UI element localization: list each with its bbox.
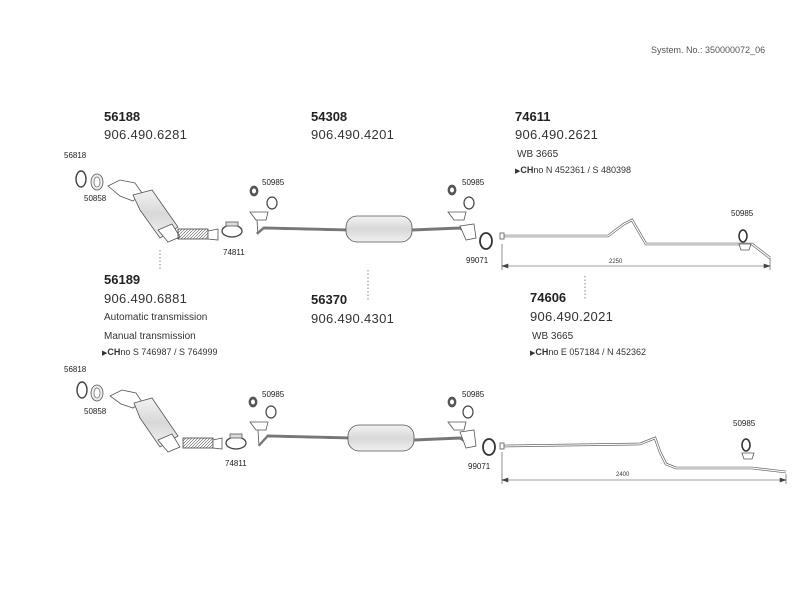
chassis-arrow-icon: ▶ (530, 350, 536, 357)
top-clamp-74811 (221, 221, 243, 238)
top-rear-pipe (499, 218, 771, 260)
bottom-gasket-50858 (90, 384, 104, 402)
bottom-cat-chassis-numbers: ▶CHno S 746987 / S 764999 (102, 347, 218, 358)
bottom-label-hanger-a: 50985 (262, 390, 285, 399)
bottom-cat-part-number: 56189 (104, 272, 141, 287)
system-number: System. No.: 350000072_06 (651, 45, 766, 55)
top-label-ring: 56818 (64, 151, 87, 160)
bottom-mid-reference: 906.490.4301 (311, 311, 395, 326)
bottom-cat-note-automatic: Automatic transmission (104, 312, 208, 323)
top-hanger-50985-a (249, 185, 278, 237)
top-hanger-50985-c (738, 229, 752, 251)
top-rear-chassis-numbers: ▶CHno N 452361 / S 480398 (515, 165, 631, 176)
bottom-rear-pipe (499, 436, 787, 474)
bottom-hanger-50985-c (741, 438, 755, 460)
top-cat-reference: 906.490.6281 (104, 127, 188, 142)
top-rear-wheelbase: WB 3665 (517, 149, 559, 160)
top-exhaust-assembly (75, 170, 771, 270)
top-label-hanger-b: 50985 (462, 178, 485, 187)
bottom-middle-pipe (257, 424, 477, 452)
bottom-cat-reference: 906.490.6881 (104, 291, 188, 306)
bottom-mid-part-number: 56370 (311, 292, 348, 307)
top-label-clip: 99071 (466, 256, 489, 265)
bottom-hanger-50985-b (447, 396, 474, 431)
top-middle-pipe (256, 215, 477, 243)
bottom-ring-56818 (76, 381, 88, 399)
bottom-hanger-50985-a (248, 396, 277, 447)
top-dimension-line (501, 244, 771, 270)
bottom-cat-note-manual: Manual transmission (104, 331, 196, 342)
bottom-dimension-line (501, 452, 787, 484)
top-mid-part-number: 54308 (311, 109, 348, 124)
top-label-clamp: 74811 (223, 248, 245, 257)
bottom-dimension-value: 2400 (616, 472, 630, 478)
bottom-label-hanger-b: 50985 (462, 390, 485, 399)
chassis-arrow-icon: ▶ (102, 350, 108, 357)
bottom-label-gasket: 50858 (84, 407, 107, 416)
top-hanger-50985-b (447, 184, 475, 221)
top-label-hanger-c: 50985 (731, 209, 754, 218)
bottom-label-clamp: 74811 (225, 459, 247, 468)
top-mid-reference: 906.490.4201 (311, 127, 395, 142)
top-cat-part-number: 56188 (104, 109, 141, 124)
top-gasket-50858 (90, 173, 104, 191)
top-ring-56818 (75, 170, 87, 188)
bottom-catalytic-converter (109, 389, 223, 453)
bottom-label-ring: 56818 (64, 365, 87, 374)
top-rear-part-number: 74611 (515, 109, 551, 124)
bottom-clamp-74811 (225, 433, 247, 450)
top-catalytic-converter (107, 179, 219, 243)
bottom-rear-reference: 906.490.2021 (530, 309, 614, 324)
bottom-clip-99071 (482, 438, 496, 456)
top-label-gasket: 50858 (84, 194, 107, 203)
bottom-rear-wheelbase: WB 3665 (532, 331, 574, 342)
bottom-exhaust-assembly (76, 381, 787, 484)
chassis-arrow-icon: ▶ (515, 168, 521, 175)
bottom-label-clip: 99071 (468, 462, 491, 471)
top-dimension-value: 2250 (609, 259, 623, 265)
bottom-rear-chassis-numbers: ▶CHno E 057184 / N 452362 (530, 347, 646, 358)
bottom-rear-part-number: 74606 (530, 290, 567, 305)
bottom-label-hanger-c: 50985 (733, 419, 756, 428)
top-label-hanger-a: 50985 (262, 178, 285, 187)
top-clip-99071 (479, 232, 493, 250)
top-rear-reference: 906.490.2621 (515, 127, 599, 142)
